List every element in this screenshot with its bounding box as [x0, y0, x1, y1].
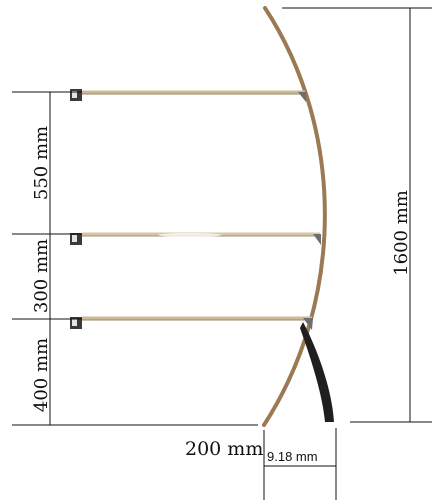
shelf-top	[70, 89, 306, 102]
bottom-dimension-lines	[263, 428, 337, 500]
label-400mm: 400 mm	[31, 338, 52, 412]
right-dimension-lines	[282, 7, 432, 423]
left-dimension-lines	[12, 91, 258, 426]
dark-support-leg	[300, 322, 334, 422]
shelf-middle	[70, 232, 321, 245]
label-200mm: 200 mm	[185, 438, 263, 460]
shelf-bottom	[70, 316, 313, 330]
label-550mm: 550 mm	[31, 126, 52, 200]
label-9-18mm: 9.18 mm	[267, 449, 318, 464]
curved-frame-upper	[262, 6, 327, 427]
label-1600mm: 1600 mm	[391, 190, 412, 276]
label-300mm: 300 mm	[31, 239, 52, 313]
